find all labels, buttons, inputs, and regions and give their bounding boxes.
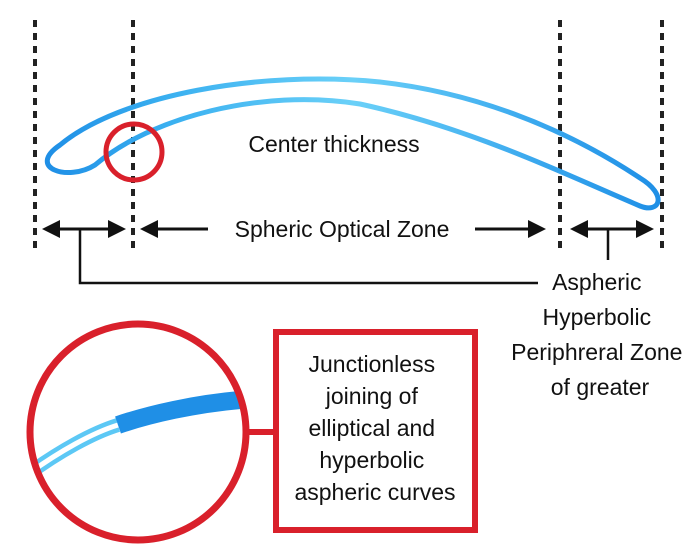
peripheral-zone-bracket — [78, 229, 610, 285]
aspheric-line-2: Hyperbolic — [542, 304, 651, 330]
aspheric-line-3: Periphreral Zone — [511, 339, 682, 365]
callout-line-5: aspheric curves — [294, 479, 455, 505]
aspheric-zone-label: Aspheric Hyperbolic Periphreral Zone of … — [511, 269, 689, 400]
magnified-junction — [26, 320, 250, 544]
aspheric-line-1: Aspheric — [552, 269, 641, 295]
callout-line-3: elliptical and — [309, 415, 436, 441]
callout-line-1: Junctionless — [309, 351, 436, 377]
lens-cross-section — [44, 76, 661, 211]
junction-callout-text: Junctionless joining of elliptical and h… — [294, 351, 455, 505]
center-thickness-label: Center thickness — [248, 131, 419, 157]
left-zone-arrow — [42, 220, 126, 238]
spheric-zone-arrow — [140, 220, 546, 238]
right-zone-arrow — [570, 220, 654, 238]
junction-highlight-circle — [103, 121, 165, 183]
spheric-zone-label: Spheric Optical Zone — [235, 216, 450, 242]
junction-callout-box — [273, 329, 478, 533]
callout-line-2: joining of — [325, 383, 419, 409]
zoom-circle — [26, 320, 250, 544]
callout-line-4: hyperbolic — [319, 447, 424, 473]
aspheric-line-4: of greater — [551, 374, 650, 400]
